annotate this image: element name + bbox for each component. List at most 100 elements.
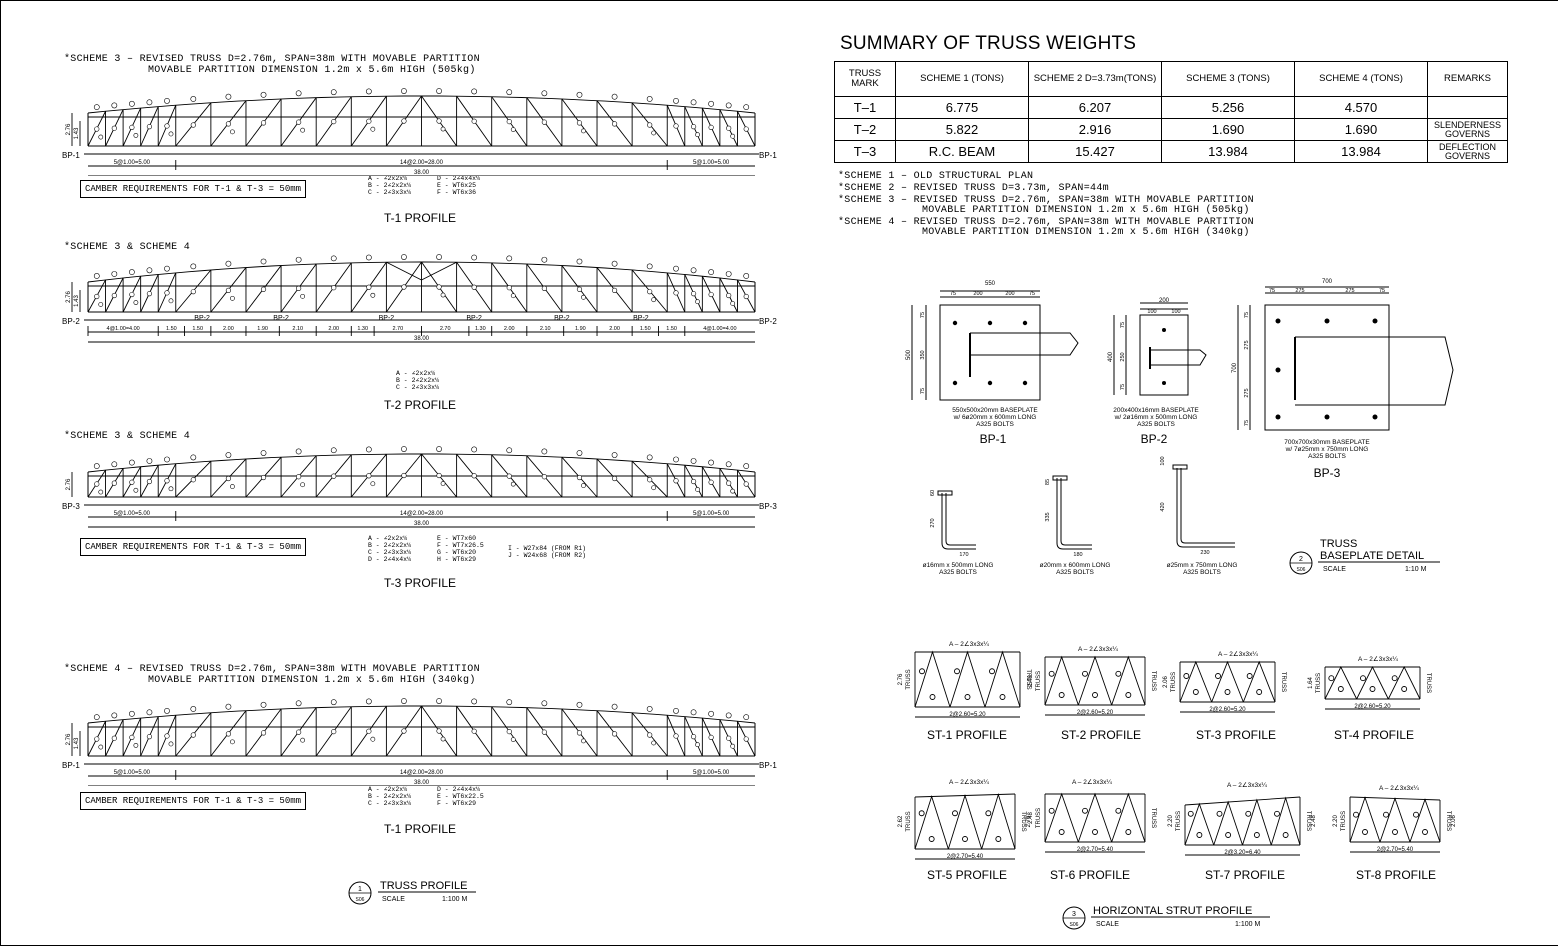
strut-member: A – 2∠3x3x¼: [949, 640, 989, 648]
bolt3-nut: [1172, 464, 1188, 470]
strut-tags: [1353, 811, 1368, 835]
ref-sheet: S06: [356, 897, 365, 903]
member-tag: [296, 285, 302, 291]
member-tag: [260, 120, 267, 126]
member-tag: [1092, 692, 1098, 698]
bolt-dim: 420: [1160, 502, 1166, 511]
bolt-hole: [1162, 328, 1166, 332]
member-tag: [190, 706, 197, 712]
desc-line: A325 BOLTS: [1308, 453, 1346, 460]
legend-item: C - 2∠3x3x¼: [368, 549, 411, 556]
truss3-note: *SCHEME 3 & SCHEME 4: [64, 431, 191, 442]
member-tag: [1187, 810, 1194, 817]
member-tag: [111, 480, 117, 486]
dim-segment: 2.70: [392, 326, 403, 332]
bolt-hole: [1162, 381, 1166, 385]
member-tag: [725, 712, 732, 719]
dim-right: 5@1.00=5.00: [693, 160, 730, 166]
member-tag: [295, 700, 302, 707]
bolt-hole: [1275, 414, 1281, 420]
bolt-dim: 270: [930, 518, 936, 527]
member-tag: [440, 126, 446, 132]
bp-mark: BP-2: [554, 315, 570, 322]
legend-item: C - 2∠3x3x¼: [368, 189, 411, 196]
member-tag: [230, 739, 235, 745]
member-tag: [129, 479, 135, 485]
member-tag: [690, 709, 697, 716]
member-tag: [260, 730, 267, 736]
member-tag: [190, 96, 197, 102]
member-tag: [94, 481, 100, 487]
legend-item: C - 2∠3x3x¼: [396, 384, 439, 391]
member-tag: [730, 488, 736, 494]
bolt-dim: 180: [1073, 552, 1082, 558]
member-tag: [1422, 829, 1428, 835]
strut-height: 2.62: [898, 815, 904, 827]
bolt2-shape-inner: [1060, 478, 1092, 546]
legend-item: D - 2∠4x4x¼: [437, 786, 480, 793]
member-tag: [929, 694, 936, 700]
member-tag: [436, 446, 442, 452]
truss2-title: T-2 PROFILE: [384, 398, 457, 412]
member-tag: [1413, 811, 1419, 818]
strut-diagonal: [984, 650, 1021, 708]
member-tag: [370, 126, 376, 132]
member-tag: [365, 446, 372, 453]
bolt-dim: 100: [1160, 456, 1166, 465]
member-tag: [506, 728, 512, 735]
strut-tags: [1048, 670, 1065, 698]
member-tag: [708, 269, 715, 275]
strut-height: 2.48: [1028, 812, 1034, 824]
summary-cell: T–1: [834, 96, 896, 119]
summary-cell: 15.427: [1028, 140, 1162, 163]
truss4-camber-box: CAMBER REQUIREMENTS FOR T-1 & T-3 = 50mm: [80, 792, 307, 810]
strut-height: 2.76: [898, 673, 904, 685]
summary-cell: DEFLECTION GOVERNS: [1427, 140, 1508, 163]
member-tag: [576, 258, 583, 265]
strut-title: ST-1 PROFILE: [927, 728, 1007, 742]
truss1-note: *SCHEME 3 – REVISED TRUSS D=2.76m, SPAN=…: [64, 54, 480, 76]
side-dim: 75: [920, 312, 926, 318]
member-tag: [146, 734, 153, 740]
header-label: SCHEME 2 D=3.73m(TONS): [1033, 73, 1157, 84]
side-dim: 350: [920, 350, 926, 359]
bolt2-nut: [1052, 475, 1068, 481]
bolt1-nut: [937, 490, 953, 496]
member-tag: [647, 289, 653, 295]
desc-line: ø16mm x 500mm LONG: [923, 562, 994, 569]
member-tag: [1082, 670, 1088, 677]
dim-segment: 2.10: [292, 326, 303, 332]
member-tag: [94, 736, 100, 742]
member-tag: [1328, 675, 1335, 682]
truss3-legend-c: I - W27x84 (FROM R1) J - W24x68 (FROM R2…: [508, 545, 586, 559]
member-tag: [111, 712, 118, 719]
dim-mid: 14@2.00=28.00: [400, 160, 444, 166]
bp-left-label: BP-1: [62, 761, 80, 770]
member-tag: [471, 698, 478, 705]
member-tag: [111, 125, 117, 131]
member-tag: [673, 708, 679, 714]
header-scheme-1: SCHEME 1 (TONS): [895, 61, 1029, 97]
member-tag: [743, 463, 750, 469]
truss-lines: [71, 95, 759, 176]
truss4-note-line1: *SCHEME 4 – REVISED TRUSS D=2.76m, SPAN=…: [64, 664, 480, 675]
strut-dim: 2@2.70=5.40: [947, 854, 984, 860]
member-tag: [611, 703, 618, 710]
legend-item: C - 2∠3x3x¼: [368, 800, 411, 807]
dim-left: 5@1.00=5.00: [114, 160, 151, 166]
member-tag: [673, 478, 679, 484]
seg-dim: 200: [973, 291, 982, 297]
member-tag: [708, 734, 714, 741]
bp-right-label: BP-1: [759, 761, 777, 770]
ref-scale: 1:100 M: [1235, 921, 1260, 928]
member-tag: [260, 91, 267, 98]
summary-cell: T–3: [834, 140, 896, 163]
member-tag: [146, 99, 153, 106]
strut-diagonal: [1387, 665, 1421, 700]
member-tag: [225, 287, 232, 293]
member-tag: [401, 118, 407, 124]
bp3-title: BP-3: [1314, 466, 1341, 480]
bolt2-desc: ø20mm x 600mm LONG A325 BOLTS: [1040, 562, 1111, 576]
